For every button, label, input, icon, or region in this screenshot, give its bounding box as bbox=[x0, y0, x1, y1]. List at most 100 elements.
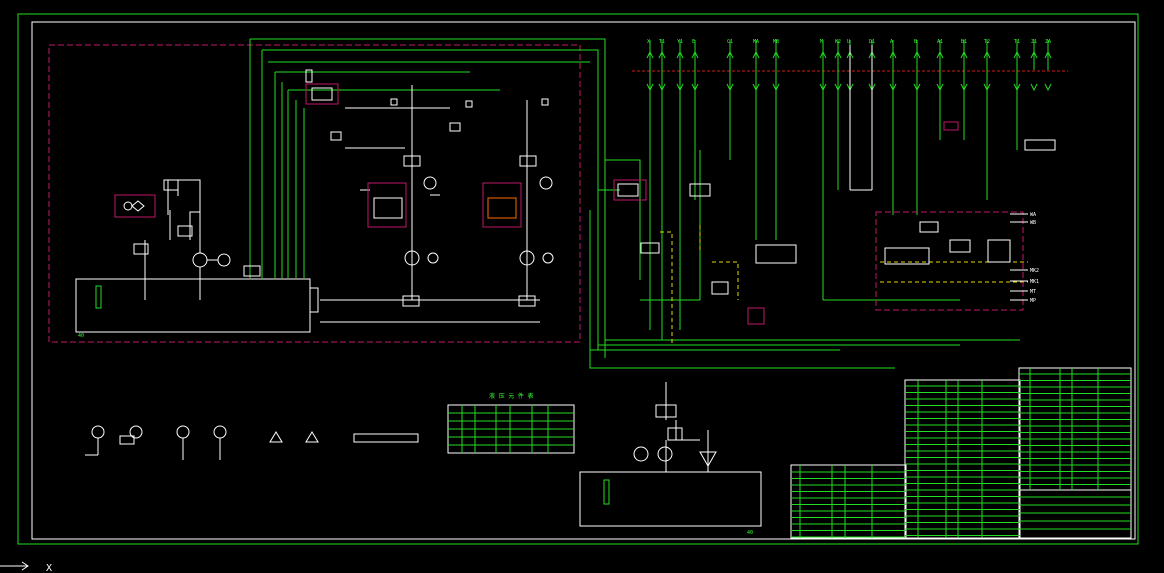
right-horizontal-pipes bbox=[589, 150, 1020, 369]
right-pilot-lines bbox=[660, 225, 1028, 345]
right-tank-motor bbox=[633, 446, 649, 462]
left-check-block bbox=[309, 287, 319, 313]
left-top-accumulator bbox=[305, 69, 313, 83]
left-hydraulic-motor-2 bbox=[519, 250, 535, 266]
right-control-valve-2 bbox=[987, 239, 1011, 263]
right-control-valve-3 bbox=[919, 221, 939, 233]
pressure-gauge-icon-2 bbox=[539, 176, 553, 190]
gauge-icon bbox=[91, 425, 105, 439]
right-gauge-column bbox=[849, 45, 873, 191]
legend-symbols bbox=[85, 425, 419, 460]
heater-icon bbox=[305, 431, 319, 443]
left-relief-valve bbox=[163, 179, 179, 191]
right-tank-filter bbox=[655, 404, 677, 418]
left-motor-symbol bbox=[217, 253, 231, 267]
heater-element-icon bbox=[353, 433, 419, 443]
ucs-axis-label: X bbox=[46, 563, 52, 573]
right-pressure-valve bbox=[711, 281, 729, 295]
port-label: B bbox=[914, 39, 917, 45]
right-control-valve-1 bbox=[949, 239, 971, 253]
left-test-point-3 bbox=[541, 98, 549, 106]
accumulator-icon bbox=[123, 201, 133, 211]
right-directional-valve bbox=[755, 244, 797, 264]
cooler-icon bbox=[269, 431, 283, 443]
right-tank-piping bbox=[665, 382, 709, 472]
left-oil-tank bbox=[75, 278, 311, 333]
port-label: X bbox=[647, 39, 650, 45]
right-oil-tank bbox=[579, 471, 762, 527]
left-return-filter-2 bbox=[518, 295, 536, 307]
port-label: E bbox=[692, 39, 695, 45]
bom-table-2 bbox=[904, 379, 1021, 539]
inner-table-title: 液 压 元 件 表 bbox=[489, 392, 533, 400]
right-top-valve-box bbox=[613, 179, 647, 201]
bom-grid bbox=[791, 368, 1131, 538]
pressure-gauge-icon bbox=[423, 176, 437, 190]
gauge-icon bbox=[129, 425, 143, 439]
right-pink-valve bbox=[943, 121, 959, 131]
left-motor-drive-2 bbox=[542, 252, 554, 264]
side-port-label: MK2 bbox=[1030, 268, 1039, 274]
side-port-label: MT bbox=[1030, 289, 1036, 295]
right-tank-level-gauge bbox=[603, 479, 610, 505]
right-relief-valve bbox=[689, 183, 711, 197]
left-return-lines bbox=[249, 39, 263, 278]
port-arrow-icon bbox=[1030, 83, 1038, 92]
left-tank-level-gauge bbox=[95, 285, 102, 309]
right-top-valve bbox=[617, 183, 639, 197]
left-hydraulic-motor-1 bbox=[404, 250, 420, 266]
left-return-filter-1 bbox=[402, 295, 420, 307]
inner-table-grid bbox=[448, 405, 574, 453]
port-label: U bbox=[847, 39, 850, 45]
right-cylinder bbox=[1024, 139, 1056, 151]
gauge-icon bbox=[176, 425, 190, 439]
left-top-valve bbox=[311, 87, 333, 101]
side-port-label: MK1 bbox=[1030, 279, 1039, 285]
left-accumulator-box bbox=[114, 194, 156, 218]
side-port-label: MP bbox=[1030, 298, 1036, 304]
right-control-box bbox=[875, 211, 1024, 311]
left-return-filter bbox=[243, 265, 261, 277]
left-proportional-valve-2 bbox=[487, 197, 517, 219]
filter-icon bbox=[131, 200, 145, 212]
left-subsystem-boundary bbox=[48, 44, 581, 343]
right-main-valve bbox=[884, 247, 930, 265]
left-top-valve-box bbox=[305, 83, 339, 105]
left-tank-label: 40 bbox=[78, 333, 84, 339]
right-tank-filter-icon bbox=[699, 451, 717, 468]
left-pressure-valve bbox=[177, 225, 193, 237]
outer-drawing-border bbox=[17, 13, 1139, 545]
right-filter-1 bbox=[640, 242, 660, 254]
right-tank-relief bbox=[667, 427, 683, 441]
left-test-point-2 bbox=[465, 100, 473, 108]
left-check-valve-1 bbox=[403, 155, 421, 167]
left-solenoid-1 bbox=[330, 131, 342, 141]
inner-drawing-border bbox=[31, 21, 1136, 540]
left-pressure-lines bbox=[250, 38, 606, 358]
side-port-label: WB bbox=[1030, 220, 1036, 226]
left-valve-group-box-1 bbox=[367, 182, 407, 228]
port-label: M bbox=[820, 39, 823, 45]
side-port-label: WA bbox=[1030, 212, 1036, 218]
port-arrow-icon bbox=[1044, 83, 1052, 92]
left-valve-group-box-2 bbox=[482, 182, 522, 228]
left-proportional-valve-1 bbox=[373, 197, 403, 219]
port-label: A bbox=[890, 39, 893, 45]
left-pump-symbol bbox=[192, 252, 208, 268]
left-test-point-1 bbox=[390, 98, 398, 106]
left-motor-drive-1 bbox=[427, 252, 439, 264]
right-tank-label: 40 bbox=[747, 530, 753, 536]
left-circuit-piping bbox=[320, 85, 540, 323]
left-filter bbox=[133, 243, 149, 255]
solenoid-icon bbox=[119, 435, 135, 445]
gauge-icon bbox=[213, 425, 227, 439]
title-block bbox=[1018, 489, 1132, 539]
left-pump-piping bbox=[144, 179, 218, 300]
left-solenoid-2 bbox=[449, 122, 461, 132]
right-tank-pump bbox=[657, 446, 673, 462]
ucs-axis-icon bbox=[0, 561, 29, 571]
left-check-valve-2 bbox=[519, 155, 537, 167]
